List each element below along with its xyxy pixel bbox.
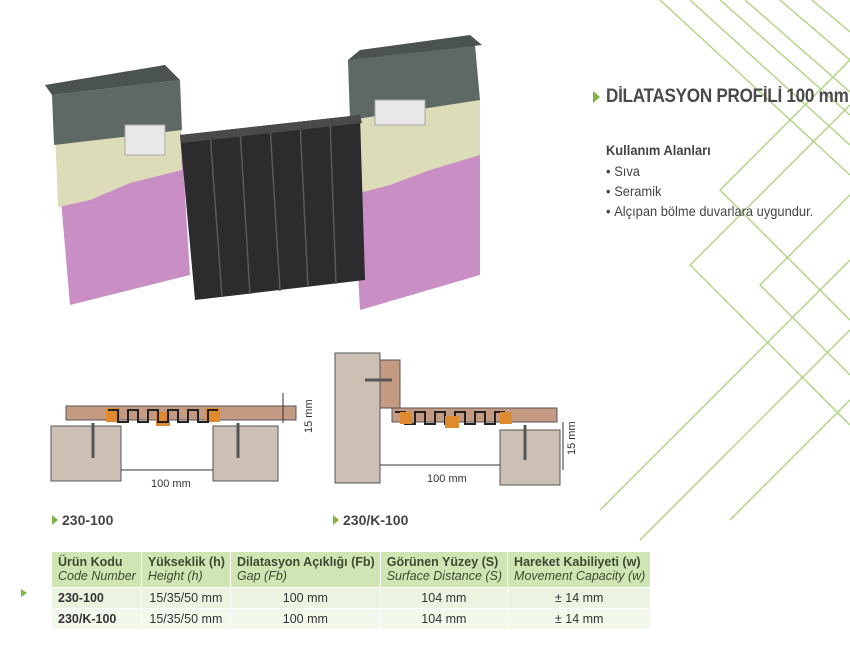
column-header: Hareket Kabiliyeti (w)Movement Capacity …	[507, 552, 652, 588]
table-cell: 15/35/50 mm	[141, 608, 231, 629]
table-cell: ± 14 mm	[507, 587, 652, 609]
black-expansion-profile	[180, 115, 365, 300]
angle-bracket	[379, 359, 401, 409]
play-triangle-icon	[21, 589, 27, 597]
table-cell: 230/K-100	[52, 608, 142, 629]
usage-list: Sıva Seramik Alçıpan bölme duvarlara uyg…	[606, 163, 831, 219]
gap-dimension-label: 100 mm	[427, 473, 467, 485]
table-cell: ± 14 mm	[507, 608, 652, 629]
usage-heading: Kullanım Alanları	[606, 142, 711, 158]
usage-section: Kullanım Alanları Sıva Seramik Alçıpan b…	[606, 142, 831, 223]
left-anchor-plate	[124, 124, 166, 156]
drawing-code-label: 230/K-100	[333, 512, 408, 528]
technical-drawing-230-K-100: 100 mm 15 mm	[334, 352, 578, 486]
column-header: Görünen Yüzey (S)Surface Distance (S)	[380, 552, 509, 588]
profile-section	[108, 409, 218, 423]
play-triangle-icon	[333, 515, 339, 525]
technical-drawing-230-100: 100 mm 15 mm	[50, 393, 315, 490]
product-title-row: DİLATASYON PROFİLİ 100 mm	[593, 86, 850, 108]
left-wall-section	[334, 352, 381, 484]
left-concrete-section	[50, 425, 122, 482]
table-cell: 104 mm	[380, 587, 509, 609]
table-cell: 100 mm	[230, 587, 381, 609]
height-dimension-label: 15 mm	[303, 399, 315, 433]
table-cell: 230-100	[52, 587, 142, 609]
wood-cover-strip	[65, 405, 297, 421]
column-header: Yükseklik (h)Height (h)	[141, 552, 231, 588]
usage-item: Alçıpan bölme duvarlara uygundur.	[606, 203, 813, 219]
height-dimension-label: 15 mm	[566, 421, 578, 455]
table-cell: 15/35/50 mm	[141, 587, 231, 609]
usage-item: Seramik	[606, 183, 813, 199]
drawing-code-label: 230-100	[52, 512, 113, 528]
gap-dimension-label: 100 mm	[151, 478, 191, 490]
right-anchor-plate	[374, 99, 426, 126]
table-row: 230/K-100 15/35/50 mm 100 mm 104 mm ± 14…	[52, 608, 652, 629]
play-triangle-icon	[52, 515, 58, 525]
column-header: Dilatasyon Açıklığı (Fb)Gap (Fb)	[230, 552, 381, 588]
table-cell: 100 mm	[230, 608, 381, 629]
play-triangle-icon	[593, 91, 600, 103]
table-cell: 104 mm	[380, 608, 509, 629]
product-title: DİLATASYON PROFİLİ 100 mm	[606, 86, 849, 107]
usage-item: Sıva	[606, 163, 813, 179]
product-3d-illustration	[45, 35, 482, 310]
right-concrete-section	[212, 425, 279, 482]
table-row: 230-100 15/35/50 mm 100 mm 104 mm ± 14 m…	[52, 587, 652, 609]
right-concrete-section	[499, 429, 561, 486]
